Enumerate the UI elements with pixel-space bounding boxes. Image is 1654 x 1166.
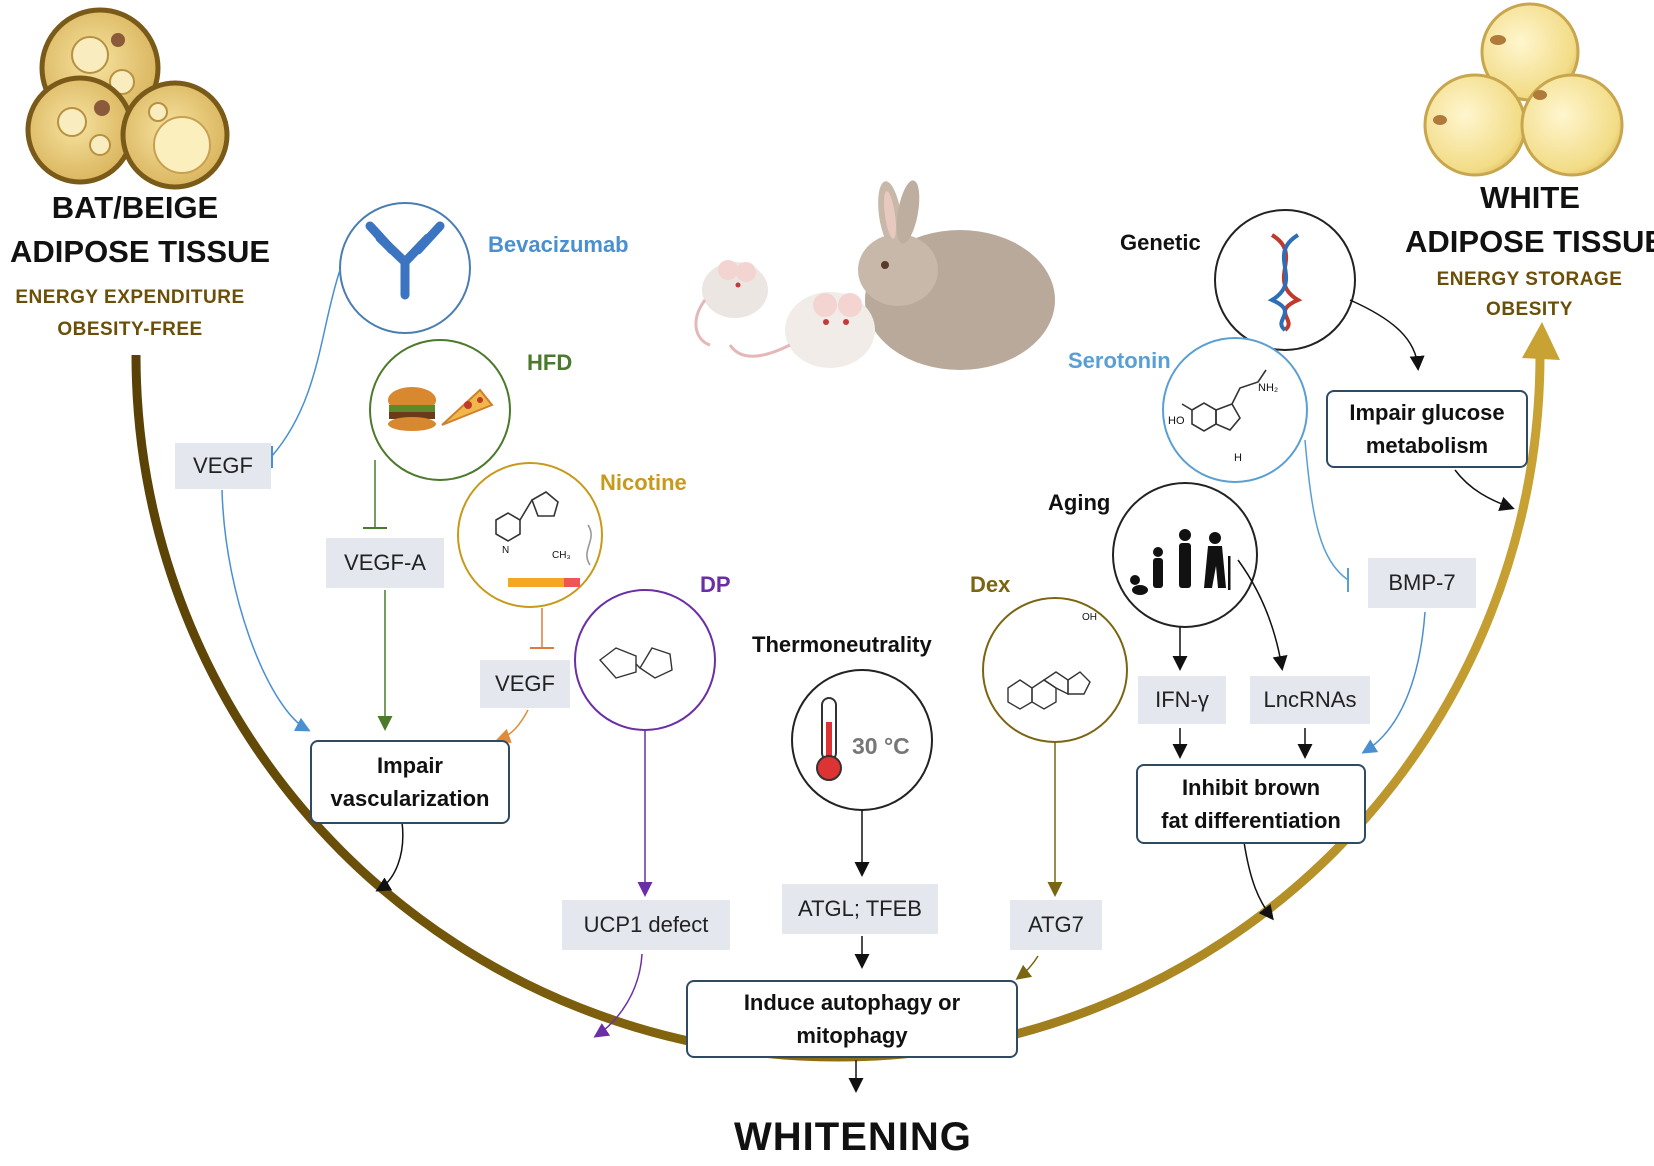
impair-vascularization-line2: vascularization xyxy=(330,786,490,811)
nicotine-label: Nicotine xyxy=(600,470,687,495)
atgl-tfeb-box: ATGL; TFEB xyxy=(782,884,938,934)
dex-molecule-icon xyxy=(1007,671,1091,710)
left-subtitle-1: ENERGY EXPENDITURE xyxy=(15,287,245,308)
serotonin-label: Serotonin xyxy=(1068,348,1171,373)
dex-label: Dex xyxy=(970,572,1011,597)
right-subtitle-1: ENERGY STORAGE xyxy=(1436,269,1623,290)
ifn-gamma-box: IFN-γ xyxy=(1138,676,1226,724)
left-title-line2: ADIPOSE TISSUE xyxy=(10,234,271,269)
nicotine-circle xyxy=(457,462,603,608)
inhibit-brown-fat-box: Inhibit brown fat differentiation xyxy=(1136,764,1366,844)
nicotine-molecule-icon xyxy=(495,491,592,587)
impair-glucose-box: Impair glucose metabolism xyxy=(1326,390,1528,468)
induce-autophagy-box: Induce autophagy or mitophagy xyxy=(686,980,1018,1058)
ho-label: HO xyxy=(1168,415,1185,427)
whitening-title: WHITENING xyxy=(734,1115,972,1159)
wat-cells-image xyxy=(1423,2,1624,177)
nh-label: H xyxy=(1234,452,1242,464)
aging-label: Aging xyxy=(1048,490,1111,515)
impair-glucose-line2: metabolism xyxy=(1365,433,1489,458)
arc-arrowhead xyxy=(1522,322,1560,360)
nh2-label: NH₂ xyxy=(1258,382,1279,394)
vegf-a-box: VEGF-A xyxy=(326,538,444,588)
antibody-icon xyxy=(365,221,445,300)
evolution-silhouettes-icon xyxy=(1130,529,1231,595)
induce-autophagy-line2: mitophagy xyxy=(796,1023,908,1048)
hfd-label: HFD xyxy=(527,350,573,375)
bat-cells-image xyxy=(25,7,230,190)
animal-models-image xyxy=(694,180,1055,370)
impair-vascularization-box: Impair vascularization xyxy=(310,740,510,824)
bmp7-box: BMP-7 xyxy=(1368,558,1476,608)
dex-circle xyxy=(982,597,1128,743)
dp-label: DP xyxy=(700,572,731,597)
ucp1-defect-box: UCP1 defect xyxy=(562,900,730,950)
impair-vascularization-line1: Impair xyxy=(376,753,443,778)
left-subtitle-2: OBESITY-FREE xyxy=(57,319,203,340)
serotonin-molecule-icon xyxy=(1181,369,1267,432)
right-subtitle-2: OBESITY xyxy=(1486,299,1573,320)
hfd-circle xyxy=(369,339,511,481)
dp-molecule-icon xyxy=(598,647,673,679)
temperature-label: 30 °C xyxy=(852,733,910,759)
right-title-line2: ADIPOSE TISSUE xyxy=(1405,224,1654,259)
right-title-line1: WHITE xyxy=(1480,180,1580,215)
oh-label: OH xyxy=(1082,612,1097,623)
burger-pizza-icon xyxy=(388,387,494,431)
genetic-label: Genetic xyxy=(1120,230,1201,255)
inhibit-brown-fat-line2: fat differentiation xyxy=(1161,808,1341,833)
left-title-line1: BAT/BEIGE xyxy=(51,190,219,225)
vegf-box-2: VEGF xyxy=(480,660,570,708)
thermoneutrality-label: Thermoneutrality xyxy=(752,632,932,657)
thermometer-icon xyxy=(816,697,842,781)
inhibit-brown-fat-line1: Inhibit brown xyxy=(1181,775,1321,800)
vegf-box-1: VEGF xyxy=(175,443,271,489)
lncrnas-box: LncRNAs xyxy=(1250,676,1370,724)
n-label: N xyxy=(502,545,510,556)
atg7-box: ATG7 xyxy=(1010,900,1102,950)
dna-icon xyxy=(1267,233,1303,332)
bevacizumab-label: Bevacizumab xyxy=(488,232,629,257)
impair-glucose-line1: Impair glucose xyxy=(1349,400,1505,425)
induce-autophagy-line1: Induce autophagy or xyxy=(743,990,961,1015)
ch3-label: CH₃ xyxy=(552,550,571,561)
